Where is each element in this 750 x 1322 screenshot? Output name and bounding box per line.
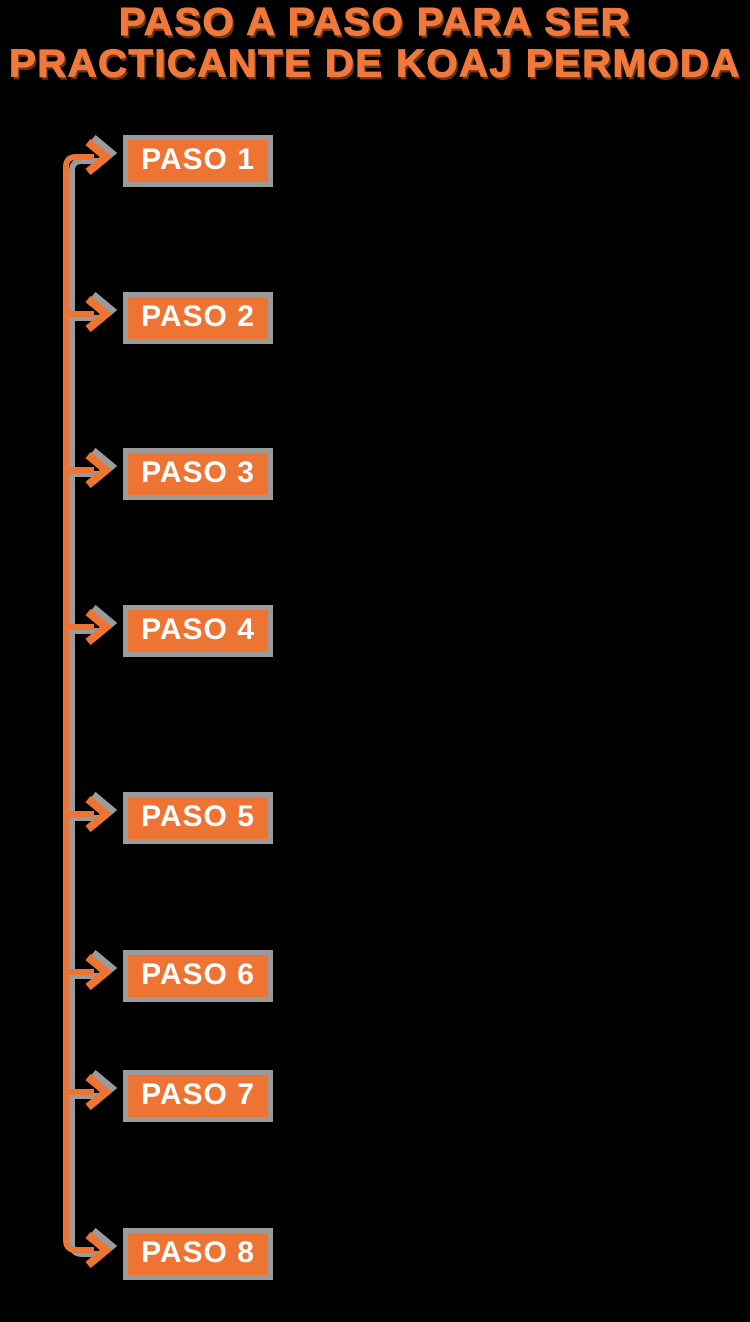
step-badge-2: PASO 2 [123, 292, 273, 344]
step-label: PASO 1 [141, 143, 255, 176]
arrow-right-icon [85, 1073, 113, 1111]
arrow-right-icon [85, 295, 113, 333]
branch-lines [66, 311, 94, 1095]
arrow-right-icon [85, 1231, 113, 1269]
arrow-right-icon [85, 795, 113, 833]
step-badge-6: PASO 6 [123, 950, 273, 1002]
step-label: PASO 5 [141, 800, 255, 833]
step-label: PASO 3 [141, 456, 255, 489]
step-badge-4: PASO 4 [123, 605, 273, 657]
step-badge-8: PASO 8 [123, 1228, 273, 1280]
step-label: PASO 7 [141, 1078, 255, 1111]
step-label: PASO 8 [141, 1236, 255, 1269]
arrow-right-icon [85, 451, 113, 489]
arrow-right-icon [85, 138, 113, 176]
trunk-line [63, 154, 94, 1253]
page-title-line-1: PASO A PASO PARA SER [118, 1, 632, 44]
step-badge-7: PASO 7 [123, 1070, 273, 1122]
step-badge-3: PASO 3 [123, 448, 273, 500]
arrow-right-icon [85, 608, 113, 646]
arrow-right-icon [85, 953, 113, 991]
step-badge-1: PASO 1 [123, 135, 273, 187]
step-label: PASO 4 [141, 613, 255, 646]
page-title-line-2: PRACTICANTE DE KOAJ PERMODA [9, 42, 741, 86]
connector-lines [63, 138, 113, 1269]
step-label: PASO 6 [141, 958, 255, 991]
step-label: PASO 2 [141, 300, 255, 333]
page-title: PASO A PASO PARA SER PRACTICANTE DE KOAJ… [0, 1, 750, 86]
step-badge-5: PASO 5 [123, 792, 273, 844]
